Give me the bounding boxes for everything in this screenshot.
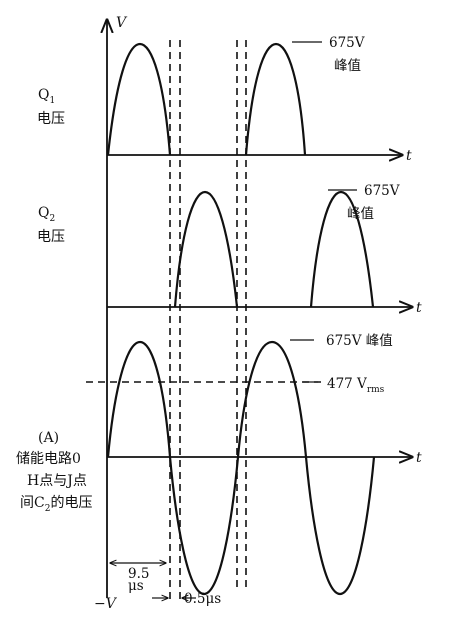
hj-label-c2: 间C2的电压 <box>20 495 92 514</box>
q2-peak-value: 675V <box>364 183 400 199</box>
q2-t-label: t <box>416 300 422 316</box>
q1-label-voltage: 电压 <box>37 111 65 127</box>
interval-unit: μs <box>128 578 144 594</box>
hj-peak-text: 675V 峰值 <box>326 333 393 349</box>
q2-waveform <box>173 190 375 308</box>
q1-peak-value: 675V <box>329 35 365 51</box>
q1-waveform <box>106 42 307 156</box>
neg-v-axis-label: −V <box>94 596 118 612</box>
q1-t-label: t <box>406 148 412 164</box>
hj-t-label: t <box>416 450 422 466</box>
q1-peak-word: 峰值 <box>334 58 361 74</box>
q2-label-voltage: 电压 <box>37 229 65 245</box>
v-axis-label: V <box>116 15 128 31</box>
hj-waveform <box>106 340 376 596</box>
deadtime-label: 0.5μs <box>184 591 221 607</box>
hj-label-points: H点与J点 <box>27 473 87 489</box>
q2-label: Q2 <box>38 205 55 224</box>
q1-label: Q1 <box>38 87 55 106</box>
q2-peak-word: 峰值 <box>347 206 374 222</box>
hj-rms-value: 477 Vrms <box>327 376 385 395</box>
interval-value: 9.5 <box>128 566 149 582</box>
hj-label-a: (A) <box>38 430 59 446</box>
hj-label-tank: 储能电路0 <box>16 451 81 467</box>
